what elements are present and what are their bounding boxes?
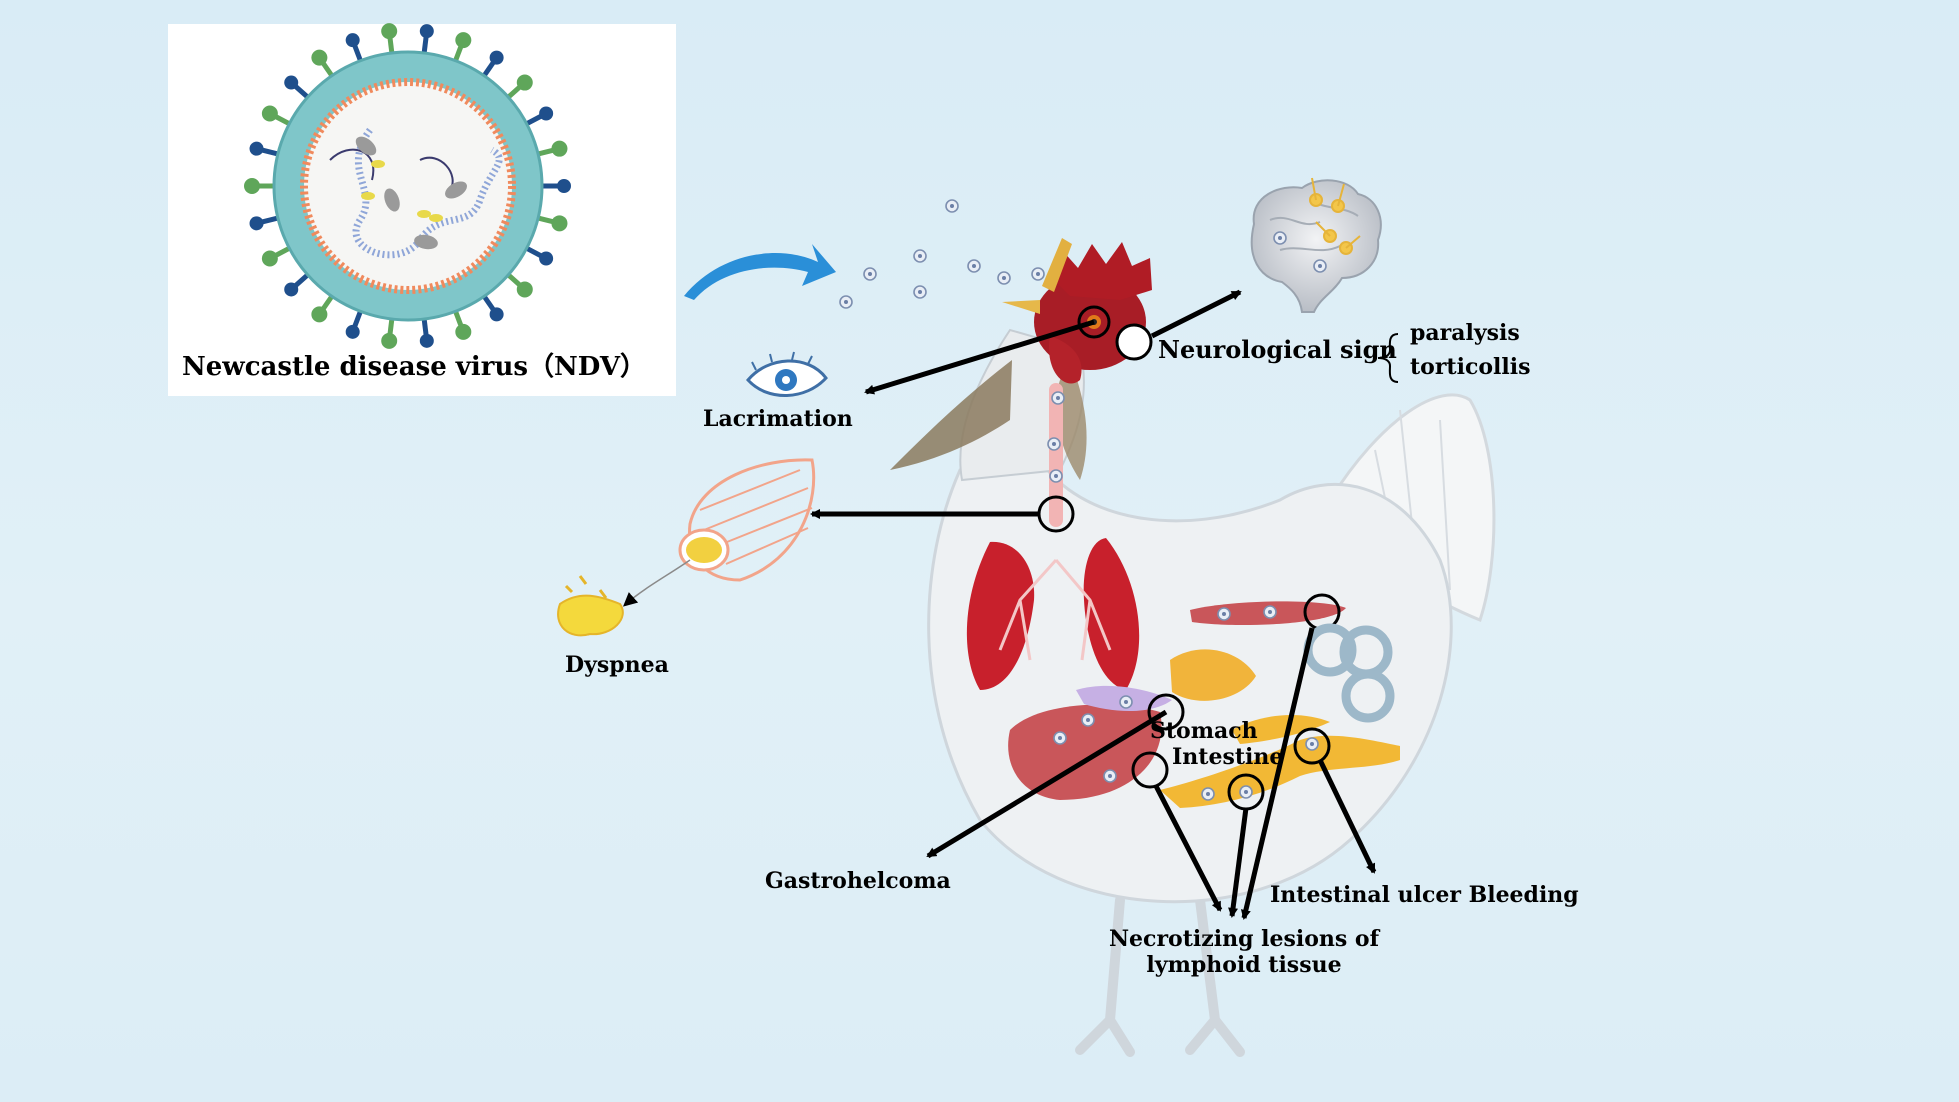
lacrimation-label: Lacrimation — [703, 406, 853, 432]
necrotizing-label-line2: lymphoid tissue — [1146, 952, 1342, 979]
virus-spike-head — [516, 281, 533, 298]
virus-spike-head — [455, 323, 472, 340]
virus-spike-head — [539, 251, 554, 266]
virus-spike-head — [551, 215, 568, 232]
intestine-label: Intestine — [1172, 744, 1284, 770]
torticollis-label: torticollis — [1410, 354, 1531, 380]
neurological-sign-label: Neurological sign — [1158, 335, 1397, 364]
virus-spike-head — [311, 49, 328, 66]
necrotizing-label: Necrotizing lesions of lymphoid tissue — [1104, 926, 1384, 979]
eye-icon — [746, 351, 828, 397]
virus-label: Newcastle disease virus（NDV） — [182, 352, 647, 382]
brain-target-circle — [1115, 323, 1153, 361]
virus-spike-head — [345, 324, 360, 339]
virus-spike-head — [419, 333, 434, 348]
connector-arrows — [810, 289, 1377, 920]
virus-spike-head — [516, 74, 533, 91]
trachea-section-illustration — [557, 458, 816, 637]
eye-circle — [1077, 305, 1111, 339]
stomach-circle — [1147, 693, 1185, 731]
gastrohelcoma-label: Gastrohelcoma — [765, 868, 951, 894]
ndv-virion — [244, 23, 571, 349]
virus-spike-head — [249, 216, 264, 231]
virus-spikes — [244, 23, 571, 349]
virus-spike-head — [557, 179, 571, 193]
symptom-brace — [1377, 333, 1399, 383]
virus-spike-head — [551, 140, 568, 157]
virus-spike-head — [345, 33, 360, 48]
virus-spike-head — [489, 50, 504, 65]
airborne-particles — [839, 199, 1045, 309]
transmission-arrow — [684, 244, 836, 300]
chicken — [890, 238, 1496, 1057]
virus-spike-head — [284, 282, 299, 297]
virus-spike-head — [539, 106, 554, 121]
intestinal-ulcer-label: Intestinal ulcer Bleeding — [1270, 882, 1579, 908]
gastro-circle — [1131, 751, 1169, 789]
brain-illustration — [1250, 177, 1382, 313]
stomach-label: Stomach — [1150, 718, 1258, 744]
dyspnea-label: Dyspnea — [565, 652, 669, 678]
virus-spike-head — [381, 23, 398, 40]
virus-spike-head — [489, 307, 504, 322]
virus-spike-head — [249, 141, 264, 156]
ulcer-circle — [1293, 727, 1331, 765]
virus-spike-head — [455, 32, 472, 49]
paralysis-label: paralysis — [1410, 320, 1520, 346]
necrotizing-label-line1: Necrotizing lesions of — [1108, 926, 1380, 952]
virus-spike-head — [381, 332, 398, 349]
virus-spike-head — [311, 306, 328, 323]
virus-spike-head — [244, 178, 260, 194]
virus-spike-head — [419, 24, 434, 39]
virus-spike-head — [261, 250, 278, 267]
virus-spike-head — [284, 75, 299, 90]
virus-spike-head — [261, 105, 278, 122]
